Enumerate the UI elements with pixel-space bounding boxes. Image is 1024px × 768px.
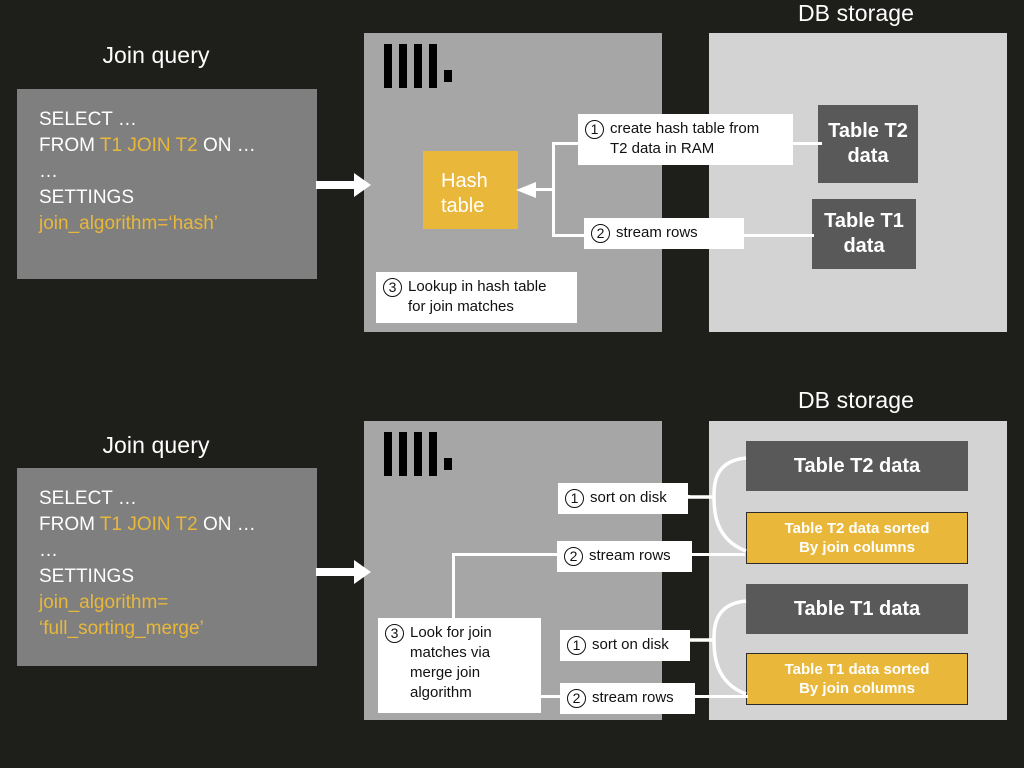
- bottom-query-to-server-arrow: [316, 560, 371, 584]
- bottom-query-line-2: FROM T1 JOIN T2 ON …: [39, 512, 297, 538]
- callout-number-badge: 3: [383, 278, 402, 297]
- top-storage-title: DB storage: [797, 0, 915, 26]
- bottom-query-title: Join query: [102, 432, 210, 458]
- bottom-callout-look-for-join-matches: 3 Look for join matches via merge join a…: [378, 618, 541, 713]
- top-query-line-2: FROM T1 JOIN T2 ON …: [39, 133, 297, 159]
- bottom-query-tables: T1 JOIN T2: [99, 514, 198, 535]
- bottom-callout-t2-stream-rows: 2 stream rows: [557, 541, 692, 572]
- bottom-t2-stream-line-right: [690, 553, 745, 556]
- hash-table-label-line2: table: [441, 195, 485, 217]
- hash-table-label-line1: Hash: [441, 170, 488, 192]
- bottom-query-line-4: SETTINGS: [39, 566, 135, 587]
- hash-table-box: Hash table: [423, 151, 518, 229]
- bottom-t2-stream-line-left: [452, 553, 558, 556]
- callout-text: sort on disk: [590, 489, 667, 506]
- bottom-query-line-1: SELECT …: [39, 488, 137, 509]
- top-query-line-1: SELECT …: [39, 109, 137, 130]
- top-c2-connector-h: [552, 234, 586, 237]
- top-hash-table-arrowhead: [516, 182, 536, 198]
- callout-number-badge: 1: [565, 489, 584, 508]
- callout-text: Lookup in hash table for join matches: [408, 278, 547, 315]
- top-t1-connector-h: [744, 234, 814, 237]
- bottom-callout-t1-sort-on-disk: 1 sort on disk: [560, 630, 690, 661]
- top-hash-feed-v: [552, 188, 555, 191]
- callout-number-badge: 1: [567, 636, 586, 655]
- top-t2-connector-h: [786, 142, 822, 145]
- bottom-query-line-6: ‘full_sorting_merge’: [39, 618, 204, 639]
- callout-text: stream rows: [589, 547, 671, 564]
- bottom-t1-stream-line-right: [690, 695, 748, 698]
- top-callout-create-hash-table: 1 create hash table from T2 data in RAM: [578, 114, 793, 165]
- bottom-t1-stream-line-left: [536, 695, 564, 698]
- callout-number-badge: 2: [567, 689, 586, 708]
- callout-text: create hash table from T2 data in RAM: [610, 120, 760, 157]
- bottom-callout-t1-stream-rows: 2 stream rows: [560, 683, 695, 714]
- top-query-line-3: …: [39, 161, 58, 182]
- top-query-to-server-arrow: [316, 173, 371, 197]
- bottom-t2-sort-bracket: [684, 456, 747, 553]
- top-query-box: SELECT … FROM T1 JOIN T2 ON … … SETTINGS…: [17, 89, 317, 279]
- bottom-clickhouse-logo: [384, 432, 452, 476]
- bottom-query-from: FROM: [39, 514, 100, 535]
- bottom-table-t2-data-sorted: Table T2 data sorted By join columns: [746, 512, 968, 564]
- top-query-on: ON …: [197, 135, 256, 156]
- callout-number-badge: 2: [591, 224, 610, 243]
- top-query-line-5: join_algorithm=‘hash’: [39, 213, 219, 234]
- bottom-table-t1-data-sorted: Table T1 data sorted By join columns: [746, 653, 968, 705]
- callout-text: sort on disk: [592, 636, 669, 653]
- top-query-tables: T1 JOIN T2: [99, 135, 198, 156]
- top-table-t2-data: Table T2 data: [818, 105, 918, 183]
- callout-number-badge: 3: [385, 624, 404, 643]
- bottom-table-t2-data: Table T2 data: [746, 441, 968, 491]
- bottom-query-box: SELECT … FROM T1 JOIN T2 ON … … SETTINGS…: [17, 468, 317, 666]
- top-query-title: Join query: [102, 42, 210, 68]
- top-query-line-4: SETTINGS: [39, 187, 135, 208]
- bottom-callout-t2-sort-on-disk: 1 sort on disk: [558, 483, 688, 514]
- bottom-table-t1-data: Table T1 data: [746, 584, 968, 634]
- top-clickhouse-logo: [384, 44, 452, 88]
- top-callout-lookup-hash-table: 3 Lookup in hash table for join matches: [376, 272, 577, 323]
- bottom-query-line-3: …: [39, 540, 58, 561]
- top-query-from: FROM: [39, 135, 100, 156]
- callout-text: stream rows: [592, 689, 674, 706]
- callout-text: stream rows: [616, 224, 698, 241]
- bottom-storage-title: DB storage: [797, 387, 915, 413]
- bottom-query-on: ON …: [197, 514, 256, 535]
- top-callout-stream-rows: 2 stream rows: [584, 218, 744, 249]
- callout-text: Look for join matches via merge join alg…: [410, 624, 492, 701]
- bottom-query-line-5: join_algorithm=: [39, 592, 169, 613]
- top-table-t1-data: Table T1 data: [812, 199, 916, 269]
- top-c1-connector-h: [552, 142, 586, 145]
- bottom-t2-stream-line-down: [452, 553, 455, 621]
- callout-number-badge: 1: [585, 120, 604, 139]
- callout-number-badge: 2: [564, 547, 583, 566]
- top-hash-feed-line: [530, 188, 555, 191]
